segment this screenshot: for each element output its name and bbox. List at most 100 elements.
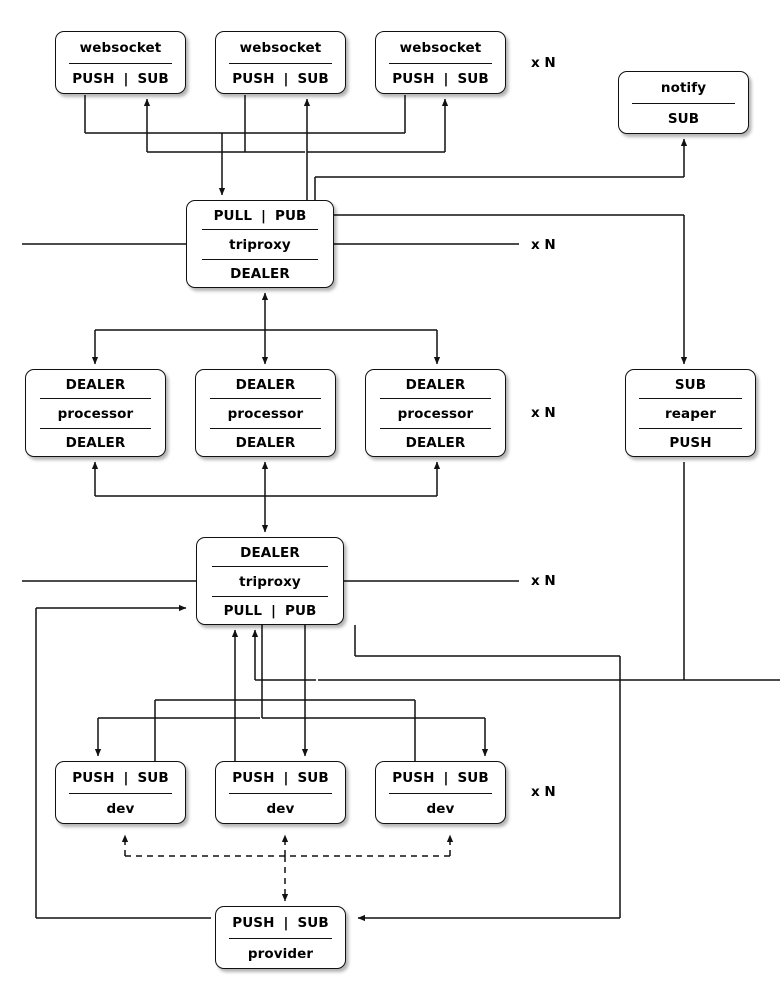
node-reaper-label: SUB <box>674 376 707 393</box>
node-websocket2-label: PUSH <box>232 71 275 88</box>
node-websocket1-label: PUSH <box>72 71 115 88</box>
node-provider-row-0: PUSH|SUB <box>216 907 345 939</box>
node-websocket3-label: SUB <box>457 71 489 88</box>
node-triproxy_top-label: triproxy <box>229 236 291 253</box>
node-processor2-row-1: processor <box>196 399 335 429</box>
node-websocket3-row-0: websocket <box>376 32 505 64</box>
socket-divider: | <box>443 71 449 88</box>
node-notify-row-1: SUB <box>619 104 748 136</box>
node-websocket2-row-1: PUSH|SUB <box>216 64 345 96</box>
node-section-separator <box>379 398 492 400</box>
socket-divider: | <box>443 769 449 786</box>
node-triproxy_bottom-label: triproxy <box>239 573 301 590</box>
node-websocket2-row-0: websocket <box>216 32 345 64</box>
node-websocket3-label: websocket <box>399 39 482 56</box>
node-section-separator <box>209 427 322 429</box>
node-section-separator <box>228 792 333 794</box>
socket-divider: | <box>283 914 289 931</box>
node-dev3-label: PUSH <box>392 769 435 786</box>
node-triproxy_top-label: DEALER <box>230 266 290 283</box>
node-processor2-label: DEALER <box>235 376 296 393</box>
node-websocket3-label: PUSH <box>392 71 435 88</box>
multiplicity-label-xn-processor: x N <box>531 405 556 421</box>
node-websocket2-label: websocket <box>239 39 322 56</box>
multiplicity-label-xn-triproxy-top: x N <box>531 237 556 253</box>
node-processor3-label: processor <box>397 405 474 422</box>
node-processor2-label: DEALER <box>235 435 296 452</box>
node-section-separator <box>388 792 493 794</box>
node-reaper-row-2: PUSH <box>626 429 755 458</box>
node-triproxy_top-row-2: DEALER <box>187 260 333 289</box>
node-triproxy_bottom-label: PUB <box>284 603 317 620</box>
node-websocket3-row-1: PUSH | SUB <box>376 64 505 96</box>
node-processor3-row-2: DEALER <box>366 429 505 458</box>
node-dev3-label: SUB <box>457 769 489 786</box>
socket-divider: | <box>123 71 129 88</box>
node-websocket1-label: websocket <box>79 39 162 56</box>
node-provider-label: SUB <box>297 914 329 931</box>
node-dev3-row-0: PUSH | SUB <box>376 762 505 794</box>
node-dev2-row-0: PUSH|SUB <box>216 762 345 794</box>
node-processor3-label: DEALER <box>405 376 466 393</box>
node-dev3-row-1: dev <box>376 794 505 826</box>
node-processor1-label: DEALER <box>65 376 126 393</box>
node-dev1-label: SUB <box>137 769 169 786</box>
node-processor1-label: DEALER <box>65 435 126 452</box>
socket-divider: | <box>123 769 129 786</box>
node-triproxy_bottom-row-2: PULL|PUB <box>197 597 343 626</box>
node-section-separator <box>211 566 329 568</box>
node-section-separator <box>638 427 743 429</box>
multiplicity-label-xn-dev: x N <box>531 784 556 800</box>
node-dev2-label: PUSH <box>232 769 275 786</box>
node-notify-label: SUB <box>667 111 700 128</box>
node-triproxy_top-row-0: PULL|PUB <box>187 201 333 231</box>
node-processor1-row-0: DEALER <box>26 370 165 400</box>
node-dev1-label: PUSH <box>72 769 115 786</box>
multiplicity-label-xn-websocket: x N <box>531 55 556 71</box>
node-section-separator <box>379 427 492 429</box>
node-websocket1-label: SUB <box>137 71 169 88</box>
node-section-separator <box>39 398 152 400</box>
node-processor1-label: processor <box>57 405 134 422</box>
node-dev1[interactable]: PUSH | SUB dev <box>55 761 186 824</box>
node-processor3-row-0: DEALER <box>366 370 505 400</box>
node-reaper-row-1: reaper <box>626 399 755 429</box>
node-notify-row-0: notify <box>619 72 748 104</box>
node-section-separator <box>201 229 319 231</box>
node-triproxy_bottom-row-1: triproxy <box>197 567 343 597</box>
node-notify-label: notify <box>660 79 707 96</box>
node-section-separator <box>201 258 319 260</box>
node-triproxy_top-label: PULL <box>213 207 253 224</box>
node-section-separator <box>39 427 152 429</box>
node-section-separator <box>638 398 743 400</box>
node-processor1-row-2: DEALER <box>26 429 165 458</box>
node-processor2-row-2: DEALER <box>196 429 335 458</box>
node-processor3-label: DEALER <box>405 435 466 452</box>
node-section-separator <box>209 398 322 400</box>
node-triproxy_bottom-label: PULL <box>223 603 263 620</box>
node-triproxy_top-row-1: triproxy <box>187 230 333 260</box>
node-processor2-label: processor <box>227 405 304 422</box>
node-dev1-row-1: dev <box>56 794 185 826</box>
node-triproxy_bottom-label: DEALER <box>240 544 300 561</box>
node-triproxy_bottom-row-0: DEALER <box>197 538 343 568</box>
node-section-separator <box>388 62 493 64</box>
node-websocket1-row-0: websocket <box>56 32 185 64</box>
node-dev3-label: dev <box>426 801 455 818</box>
node-section-separator <box>631 102 736 104</box>
node-dev2-row-1: dev <box>216 794 345 826</box>
